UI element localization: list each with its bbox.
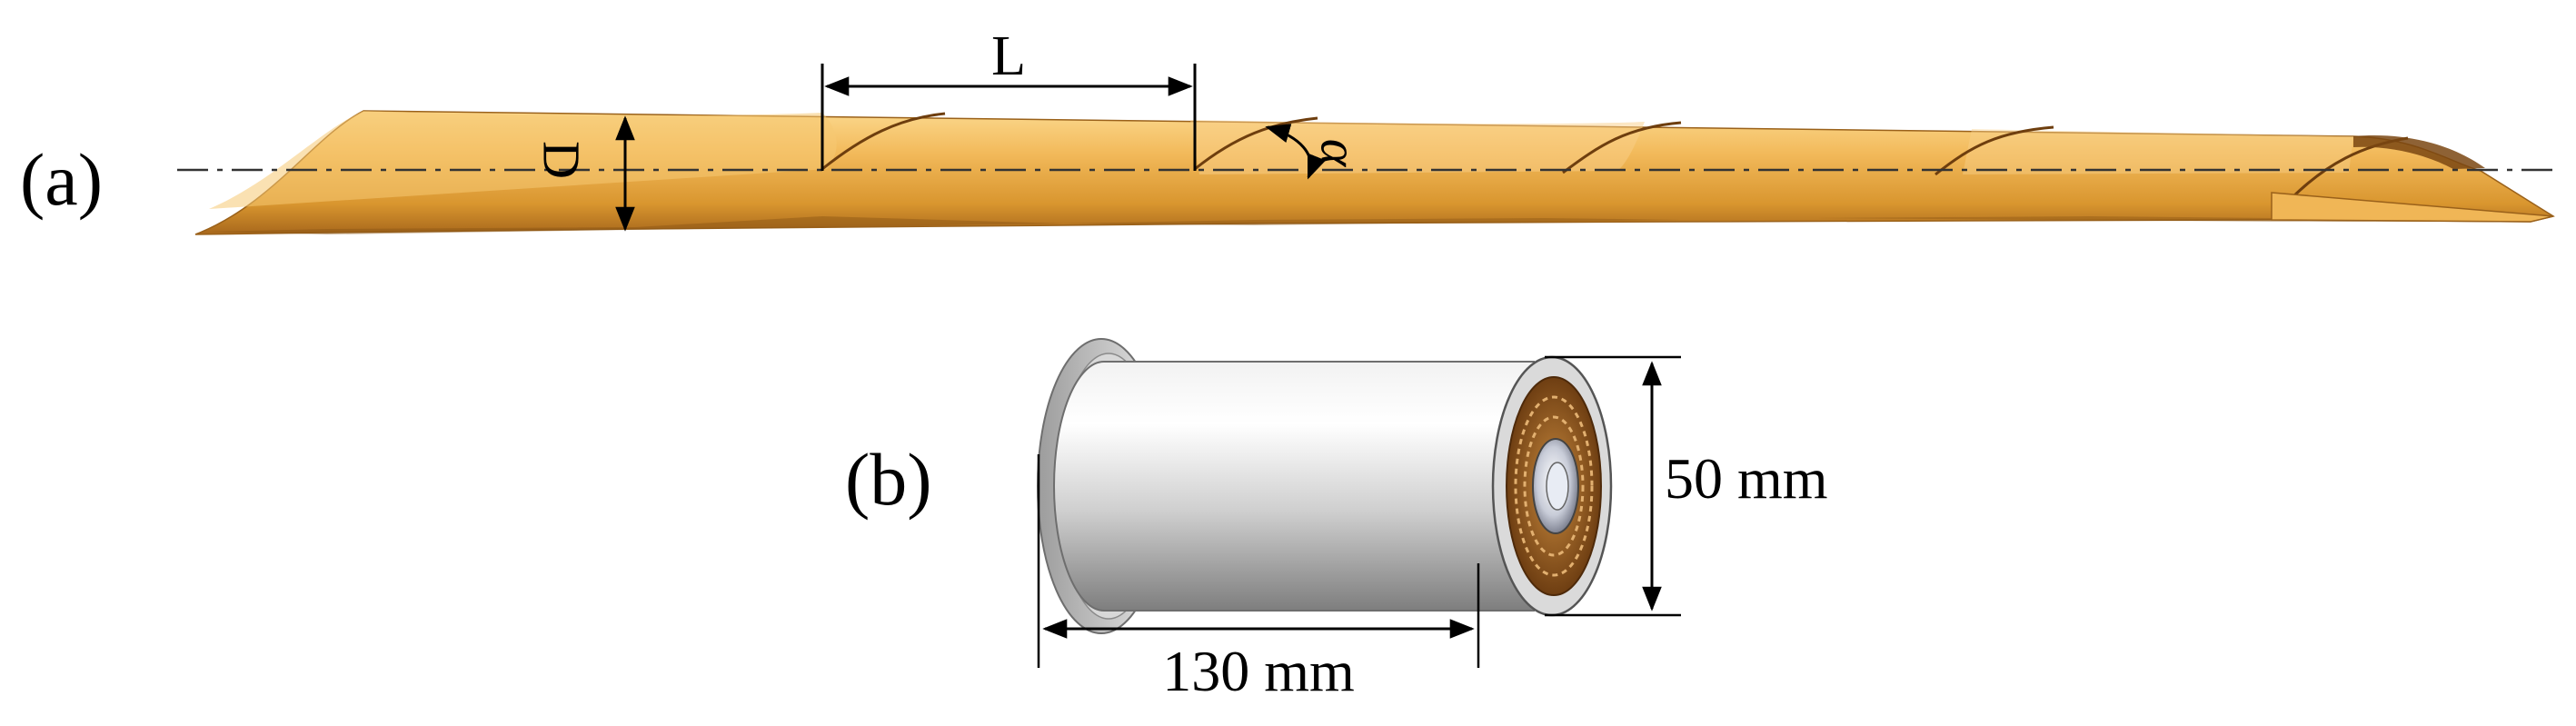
tape-lower-shadow-1 bbox=[209, 216, 1063, 234]
label-twist-angle: α bbox=[1310, 139, 1369, 168]
tape-shade-band-1 bbox=[209, 111, 837, 209]
label-tube-length: 130 mm bbox=[1162, 639, 1355, 703]
tape-shade-band-3 bbox=[1963, 129, 2353, 174]
tape-right-end-flat bbox=[2271, 192, 2554, 223]
panel-label-b: (b) bbox=[845, 438, 932, 521]
tube-insert-ring-2 bbox=[1523, 415, 1585, 557]
label-diameter-d: D bbox=[532, 141, 592, 179]
dimension-twist-angle bbox=[1265, 124, 1327, 180]
tube-center-hub-bore bbox=[1546, 462, 1569, 511]
dimension-pitch-l bbox=[821, 64, 1197, 171]
tube-cylinder-body bbox=[1053, 361, 1535, 612]
label-pitch-l: L bbox=[991, 25, 1026, 87]
tape-helix-edge-4 bbox=[1934, 125, 2054, 176]
tape-helix-edge-2 bbox=[1194, 116, 1318, 171]
tube-assembly-drawing bbox=[1037, 338, 1613, 634]
label-tube-diameter: 50 mm bbox=[1665, 446, 1828, 511]
dimension-tube-length bbox=[1037, 454, 1480, 668]
panel-label-a: (a) bbox=[20, 138, 103, 221]
tape-lower-shadow-2 bbox=[1063, 218, 1681, 225]
tape-helix-edge-3 bbox=[1562, 121, 1682, 174]
tape-shade-band-2 bbox=[1190, 120, 1645, 174]
dimension-tube-diameter bbox=[1545, 355, 1681, 617]
tape-right-lip bbox=[2353, 135, 2485, 169]
tube-insert-ring-1 bbox=[1514, 395, 1594, 577]
tape-helix-edge-1 bbox=[821, 112, 946, 171]
